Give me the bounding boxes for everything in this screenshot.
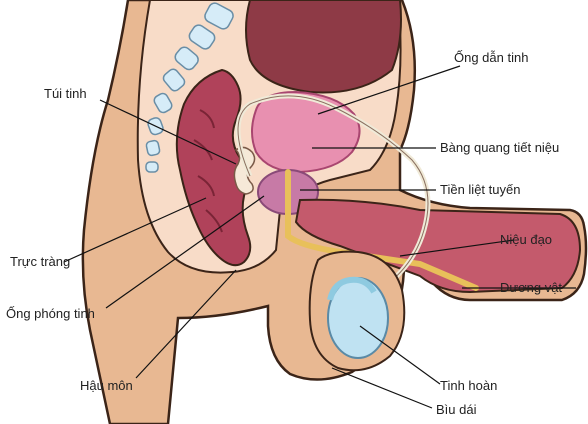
label-nieu-dao: Niệu đạo	[500, 232, 552, 247]
label-tinh-hoan: Tinh hoàn	[440, 378, 497, 393]
bladder	[252, 92, 360, 172]
intestine	[246, 0, 401, 93]
label-hau-mon: Hậu môn	[80, 378, 133, 393]
label-ong-phong-tinh: Ống phóng tinh	[6, 306, 95, 321]
label-truc-trang: Trực tràng	[10, 254, 70, 269]
label-tui-tinh: Túi tinh	[44, 86, 87, 101]
label-ong-dan-tinh: Ống dẫn tinh	[454, 50, 528, 65]
label-bang-quang: Bàng quang tiết niệu	[440, 140, 559, 155]
label-biu-dai: Bìu dái	[436, 402, 477, 417]
line-biu-dai	[332, 368, 432, 408]
label-tien-liet-tuyen: Tiền liệt tuyến	[440, 182, 520, 197]
label-duong-vat: Dương vật	[500, 280, 562, 295]
